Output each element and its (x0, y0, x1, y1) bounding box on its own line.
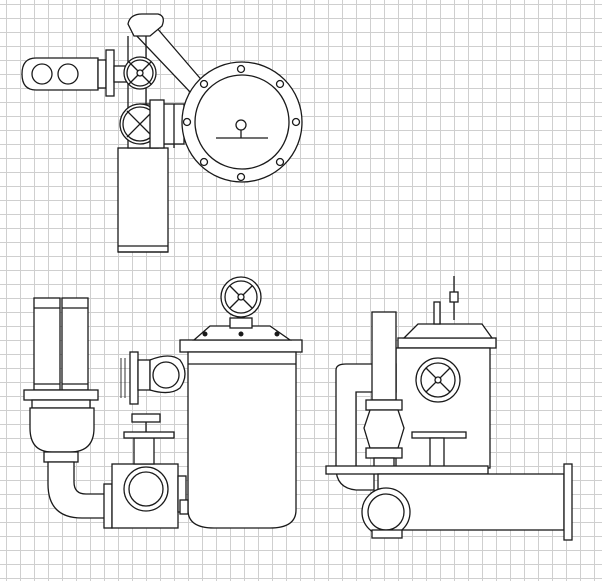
handwheel-side (120, 351, 186, 405)
valve-body (111, 437, 187, 529)
tank-body (179, 351, 297, 529)
valve-handwheel (123, 413, 175, 439)
handwheel (123, 56, 157, 90)
tank-lid (181, 61, 303, 183)
front-view (23, 276, 303, 529)
horizontal-tank (361, 463, 573, 541)
vertical-pipe (363, 311, 405, 469)
riser-pipe (127, 13, 207, 108)
twin-cartridge-housing (21, 49, 129, 97)
elbow-pipe (47, 461, 113, 529)
filter-bowl (23, 389, 99, 463)
top-view (21, 13, 303, 253)
side-view (325, 276, 573, 541)
downpipe (117, 147, 169, 253)
tank-lid (179, 276, 303, 353)
cartridge-right (61, 297, 89, 391)
valve-body (119, 99, 191, 149)
base-plate (325, 465, 489, 475)
cartridge-left (33, 297, 61, 391)
side-tank (395, 276, 497, 469)
